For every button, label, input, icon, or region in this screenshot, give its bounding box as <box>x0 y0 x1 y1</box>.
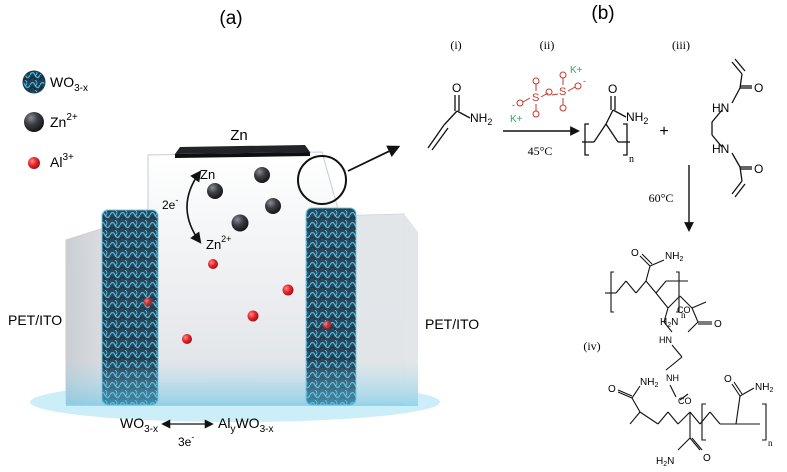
network-n-top: n <box>681 310 686 320</box>
zn-anode-label: Zn <box>230 127 248 144</box>
persulfate-structure: S S - - K+ K+ <box>510 65 586 125</box>
al3-ion <box>282 284 294 296</box>
al3-ion <box>247 310 259 322</box>
acrylamide-o: O <box>452 81 461 95</box>
network-o-mid: O <box>714 319 722 330</box>
mba-hn-bottom: HN <box>712 142 729 156</box>
panel-label-b: (b) <box>591 3 614 24</box>
zn-anode-plate <box>175 145 310 154</box>
al3-ion <box>208 259 218 269</box>
panel-label-a: (a) <box>219 8 242 29</box>
redox-arrow <box>186 170 202 244</box>
zoom-arrow <box>347 145 401 172</box>
network-n-bottom: n <box>768 438 773 448</box>
step-label-i: (i) <box>450 38 461 52</box>
bottom-wo3x-label: WO3-x <box>120 415 158 435</box>
acrylamide-structure <box>427 95 471 151</box>
pet-ito-right-panel <box>340 214 418 404</box>
crosslinked-network-structure <box>605 253 767 451</box>
acrylamide-nh2: NH2 <box>470 111 492 127</box>
network-nh2-right: NH2 <box>755 382 773 394</box>
mba-o-top: O <box>754 81 763 95</box>
wo3x-right-electrode <box>306 208 356 405</box>
network-o-bottom: O <box>703 453 711 464</box>
legend-zn2: Zn2+ <box>50 112 78 130</box>
step-label-iv: (iv) <box>583 339 600 353</box>
network-hn: HN <box>659 335 672 345</box>
polyacrylamide-o: O <box>608 82 617 96</box>
persulfate-minus-right: - <box>583 76 586 86</box>
al3-ion <box>322 320 332 330</box>
temp-60c: 60°C <box>649 191 674 205</box>
persulfate-minus-left: - <box>512 100 515 110</box>
wo3x-legend-icon <box>22 70 46 94</box>
network-o-top: O <box>631 248 639 259</box>
network-nh: NH <box>666 373 679 383</box>
zn-inside-label: Zn <box>200 167 215 182</box>
al3-legend-icon <box>28 157 40 169</box>
temp-45c: 45°C <box>528 144 553 158</box>
polyacrylamide-nh2: NH2 <box>626 110 648 126</box>
step-label-ii: (ii) <box>540 38 555 52</box>
network-o-left: O <box>608 384 616 395</box>
pet-ito-left-label: PET/ITO <box>8 312 62 328</box>
legend-al3: Al3+ <box>50 152 74 170</box>
zn2-legend-icon <box>24 112 44 132</box>
wo3x-left-electrode <box>102 210 158 405</box>
polyacrylamide-structure <box>582 96 630 156</box>
bottom-alywo3x-label: AlyWO3-x <box>218 415 273 435</box>
legend-wo3x: WO3-x <box>50 74 88 94</box>
polyacrylamide-n: n <box>629 154 634 165</box>
two-electron-label: 2e- <box>162 195 178 212</box>
zn2-ion <box>207 183 223 199</box>
mba-o-bottom: O <box>754 162 763 176</box>
zn2-inside-label: Zn2+ <box>206 234 231 252</box>
pet-ito-right-label: PET/ITO <box>425 316 479 332</box>
plus-sign: + <box>659 123 668 140</box>
network-co-bottom: CO <box>678 396 692 406</box>
mba-crosslinker-structure <box>711 58 752 198</box>
network-h2n-bottom: H2N <box>656 456 674 468</box>
device-illustration: Zn Zn 2e- Zn2+ PET/ITO PET/ITO WO3-x <box>8 127 479 449</box>
zn2-ion <box>265 198 281 214</box>
legend: WO3-x Zn2+ Al3+ <box>22 70 88 170</box>
electrolyte-glow <box>66 360 418 406</box>
zn2-ion <box>254 167 270 183</box>
network-h2n: H2N <box>660 317 678 329</box>
persulfate-s2: S <box>559 86 566 98</box>
network-co: CO <box>677 305 691 315</box>
network-o-right: O <box>724 374 732 385</box>
k-plus-top: K+ <box>570 65 583 76</box>
network-nh2-top: NH2 <box>665 251 683 263</box>
zn2-ion <box>231 214 249 232</box>
al3-ion <box>182 334 192 344</box>
three-electron-label: 3e- <box>178 432 194 449</box>
al3-ion <box>143 297 153 307</box>
zoom-circle <box>297 155 347 205</box>
mba-hn-top: HN <box>712 101 729 115</box>
network-nh2-left: NH2 <box>640 377 658 389</box>
step-label-iii: (iii) <box>672 38 690 52</box>
persulfate-s1: S <box>532 92 539 104</box>
k-plus-bottom: K+ <box>510 114 523 125</box>
